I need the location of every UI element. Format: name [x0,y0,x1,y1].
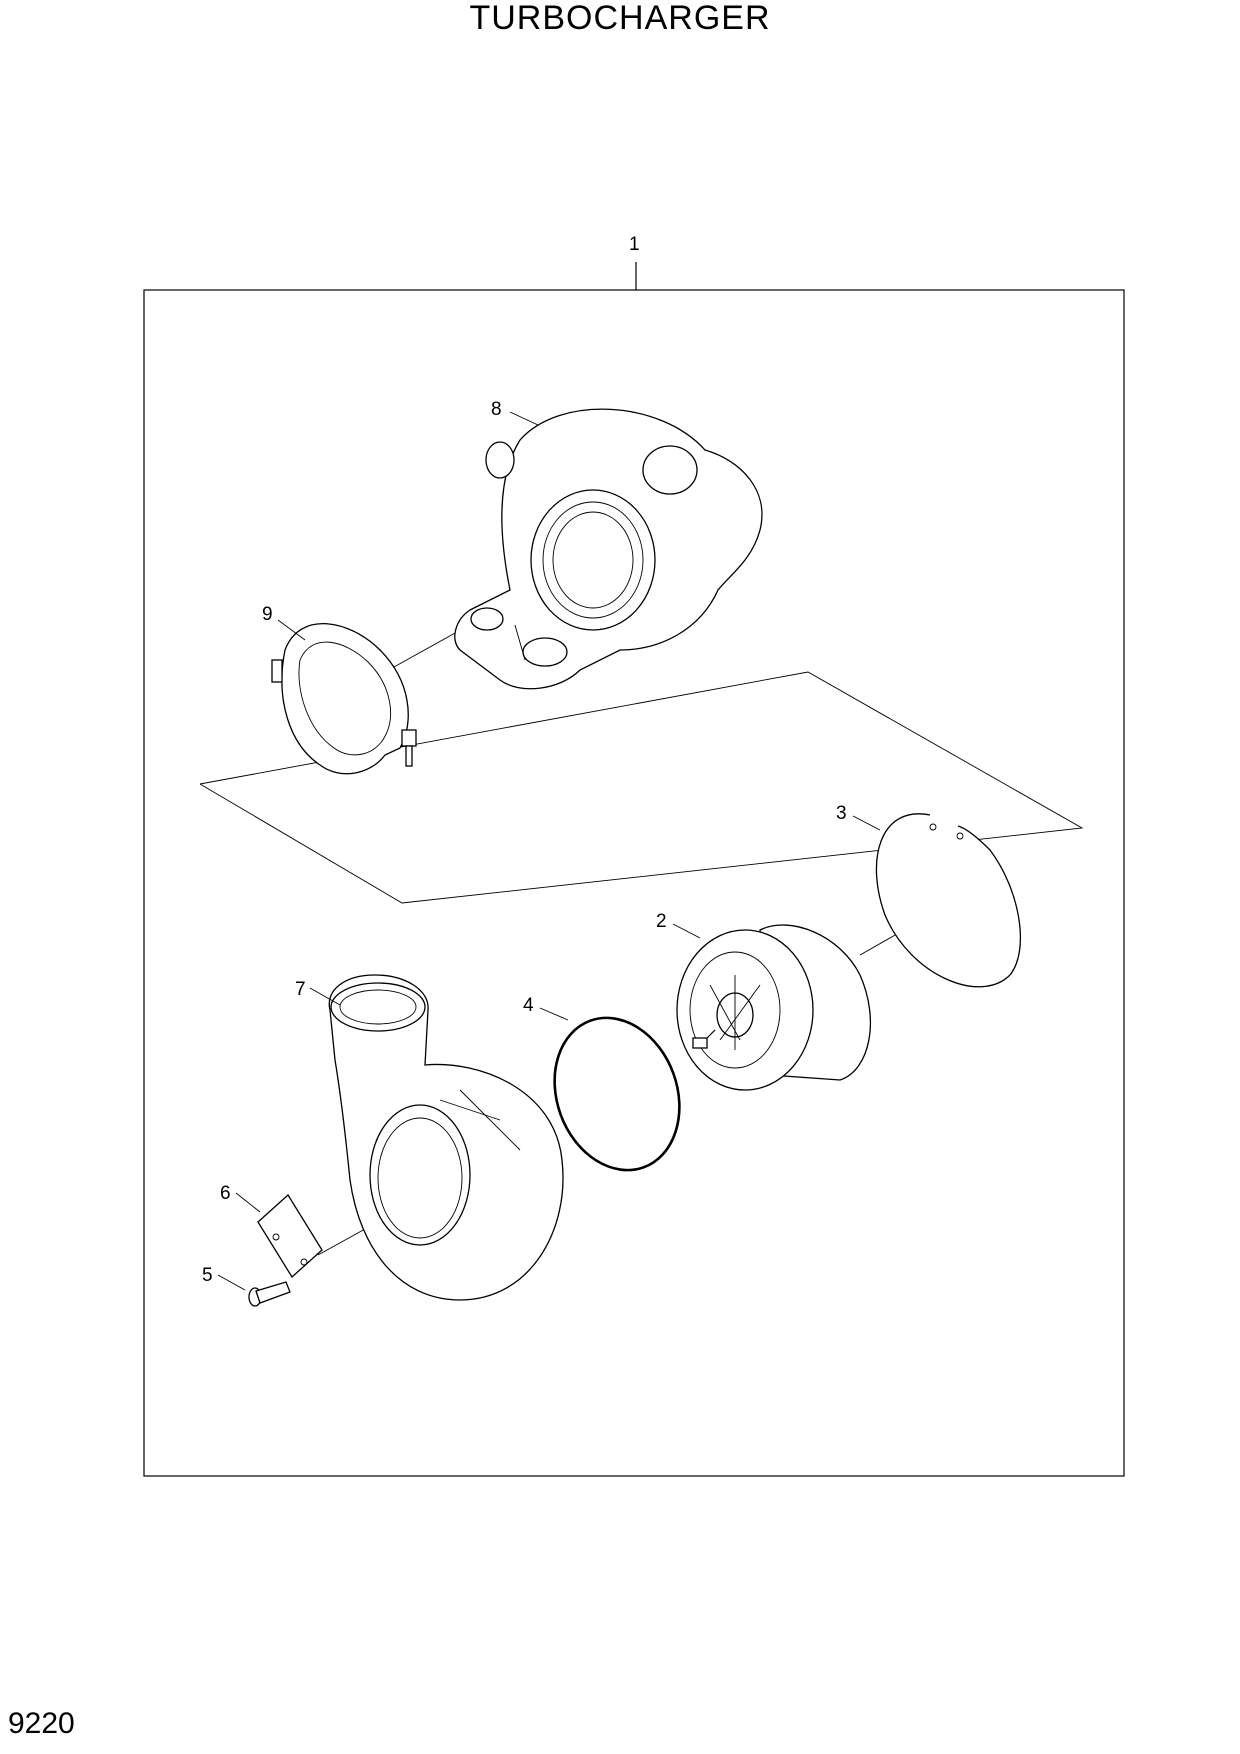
callout-2[interactable]: 2 [656,911,667,932]
leader-9 [277,619,306,641]
o-ring [553,1016,681,1172]
assembly-plane [199,671,1084,904]
callout-3[interactable]: 3 [836,803,847,824]
leader-5 [217,1274,246,1291]
leader-6 [235,1192,261,1213]
callout-4[interactable]: 4 [523,995,534,1016]
callout-1[interactable]: 1 [629,234,640,255]
assembly-frame [143,289,1125,1477]
callout-5[interactable]: 5 [202,1265,213,1286]
leader-2 [672,923,701,939]
callout-7[interactable]: 7 [295,979,306,1000]
retaining-ring [875,813,1022,988]
leader-7 [309,987,341,1006]
leader-8 [509,411,539,426]
callout-9[interactable]: 9 [262,604,273,625]
callout-6[interactable]: 6 [220,1183,231,1204]
callout-8[interactable]: 8 [491,399,502,420]
v-band-clamp [271,623,417,775]
diagram-title: TURBOCHARGER [469,0,771,37]
leader-3 [852,815,881,831]
page-code: 9220 [8,1707,75,1740]
plate-screw [248,1281,291,1307]
cartridge-assembly [676,924,872,1091]
leader-4 [539,1007,569,1021]
identification-plate [257,1193,323,1279]
compressor-housing [328,974,564,1301]
bearing-housing [454,408,763,690]
